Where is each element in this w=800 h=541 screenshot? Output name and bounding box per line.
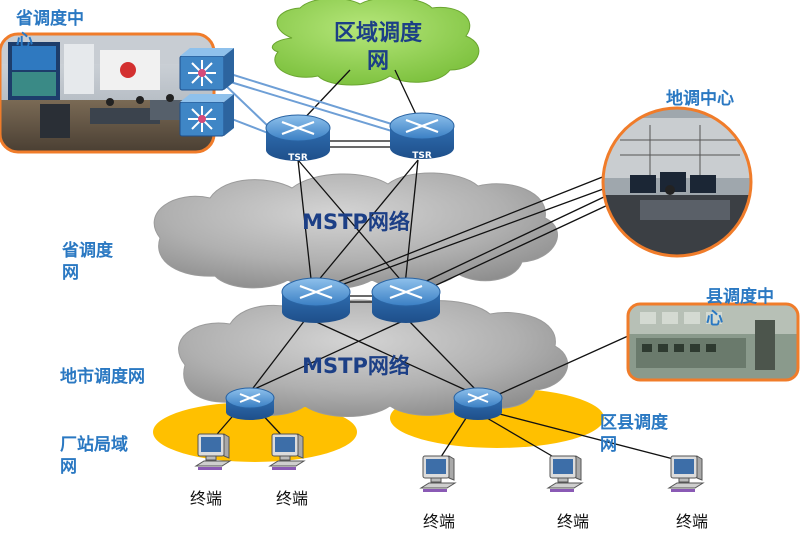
- terminal-label: 终端: [190, 489, 223, 508]
- terminal-label: 终端: [557, 512, 590, 531]
- label-provincial-network: 省调度 网: [62, 241, 113, 283]
- terminal-label: 终端: [423, 512, 456, 531]
- computer-terminal-icon: [419, 455, 457, 492]
- mstp-lower-title: MSTP网络: [302, 354, 410, 378]
- computer-terminal-icon: [667, 455, 705, 492]
- mstp-upper-title: MSTP网络: [302, 210, 410, 234]
- router-icon: [371, 277, 441, 323]
- prefecture-center-photo: [601, 106, 753, 258]
- tsr-right-label: TSR: [412, 151, 432, 161]
- label-provincial-center: 省调度中 心: [16, 9, 84, 51]
- router-icon: TSR: [389, 112, 455, 161]
- terminals: [194, 433, 705, 492]
- connection-lines: [211, 69, 686, 464]
- terminal-label: 终端: [276, 489, 309, 508]
- county-center-photo: [626, 302, 800, 382]
- computer-terminal-icon: [546, 455, 584, 492]
- label-district-network: 区县调度 网: [600, 413, 668, 455]
- switch-icon: [179, 48, 234, 91]
- switch-icon: [179, 94, 234, 137]
- router-icon: [453, 387, 503, 420]
- regional-cloud: [271, 0, 480, 86]
- terminal-label: 终端: [676, 512, 709, 531]
- router-icon: TSR: [265, 114, 331, 163]
- computer-terminal-icon: [268, 433, 306, 470]
- label-county-center: 县调度中 心: [706, 287, 774, 329]
- mstp-cloud-upper: [153, 172, 558, 290]
- regional-cloud-title: 区域调度 网: [333, 21, 422, 74]
- router-icon: [281, 277, 351, 323]
- label-plant-lan: 厂站局域 网: [60, 435, 128, 477]
- label-city-network: 地市调度网: [60, 367, 145, 387]
- label-prefecture-center: 地调中心: [666, 89, 734, 109]
- tsr-left-label: TSR: [288, 153, 308, 163]
- computer-terminal-icon: [194, 433, 232, 470]
- router-icon: [225, 387, 275, 420]
- provincial-center-photo: [0, 32, 216, 154]
